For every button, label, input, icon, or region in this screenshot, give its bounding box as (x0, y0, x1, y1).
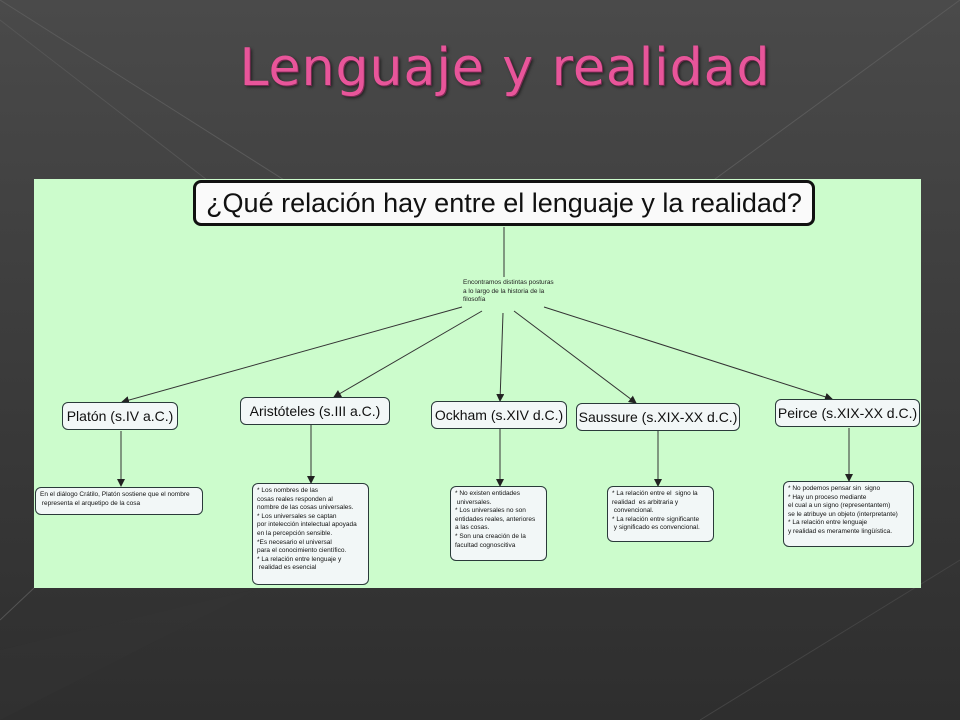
description-aristoteles: * Los nombres de las cosas reales respon… (252, 483, 369, 585)
description-ockham: * No existen entidades universales. * Lo… (450, 486, 547, 561)
arrow-to-aristoteles (333, 310, 483, 398)
philosopher-ockham: Ockham (s.XIV d.C.) (431, 401, 567, 429)
arrow-to-ockham (496, 312, 505, 402)
slide-title: Lenguaje y realidad (239, 38, 771, 98)
description-peirce: * No podemos pensar sin signo * Hay un p… (783, 481, 914, 547)
question-node: ¿Qué relación hay entre el lenguaje y la… (193, 180, 815, 226)
philosopher-aristoteles: Aristóteles (s.III a.C.) (240, 397, 390, 425)
philosopher-platon: Platón (s.IV a.C.) (62, 402, 178, 430)
description-saussure: * La relación entre el signo la realidad… (607, 486, 714, 542)
philosopher-peirce: Peirce (s.XIX-XX d.C.) (775, 399, 920, 427)
concept-map: ¿Qué relación hay entre el lenguaje y la… (34, 179, 921, 588)
arrow-to-platon (121, 306, 463, 404)
arrow-to-peirce (543, 306, 833, 401)
arrow-to-saussure (513, 310, 637, 404)
connector-lines (117, 227, 853, 487)
center-concept-text: Encontramos distintas posturas a lo larg… (463, 279, 554, 303)
description-platon: En el diálogo Crátilo, Platón sostiene q… (35, 487, 203, 515)
philosopher-saussure: Saussure (s.XIX-XX d.C.) (576, 403, 740, 431)
